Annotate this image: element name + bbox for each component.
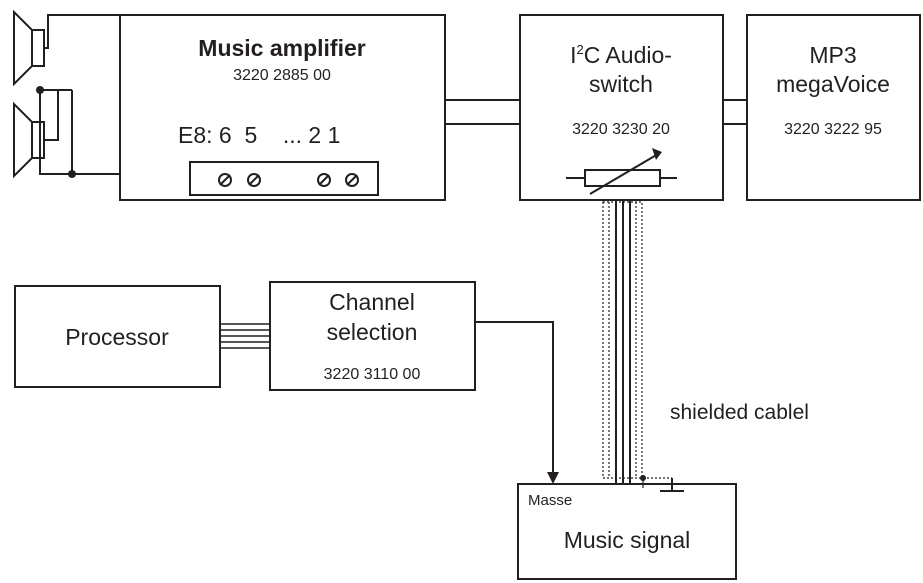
channel-selection-title-line1: Channel	[329, 289, 415, 315]
channel-selection-part-number: 3220 3110 00	[324, 366, 421, 383]
terminal-strip	[189, 161, 379, 196]
terminal-numbers: E8: 6 5 ... 2 1	[178, 122, 340, 148]
ground-label: Masse	[528, 492, 572, 509]
shielded-cable-label: shielded cablel	[670, 401, 809, 424]
channel-selection-title-line2: selection	[327, 319, 418, 345]
mp3-megavoice-box	[746, 14, 921, 201]
control-line	[475, 321, 554, 474]
screw-icon	[317, 173, 331, 187]
music-amplifier-box	[119, 14, 446, 201]
audio-switch-title-line1: I2C Audio-	[570, 42, 672, 68]
shielded-cable	[602, 200, 673, 491]
junction-dot	[640, 475, 646, 481]
audio-switch-box	[519, 14, 724, 201]
mp3-title-line1: MP3	[809, 42, 856, 68]
music-signal-title: Music signal	[564, 527, 691, 553]
music-signal-box	[517, 483, 737, 580]
terminal-screws	[218, 173, 359, 187]
screw-icon	[345, 173, 359, 187]
screw-icon	[247, 173, 261, 187]
junction-dot	[68, 170, 76, 178]
audio-switch-title-line2: switch	[589, 71, 653, 97]
channel-selection-box	[269, 281, 476, 391]
audio-switch-part-number: 3220 3230 20	[572, 121, 670, 138]
bus-lines	[220, 323, 270, 349]
screw-icon	[218, 173, 232, 187]
arrow-head	[547, 472, 559, 484]
speaker-wiring	[39, 14, 120, 175]
loudspeaker-top-icon	[13, 9, 45, 87]
mp3-title-line2: megaVoice	[776, 71, 890, 97]
music-amplifier-part-number: 3220 2885 00	[233, 67, 331, 84]
potentiometer-icon	[566, 153, 677, 195]
processor-title: Processor	[65, 324, 169, 350]
junction-dot	[36, 86, 44, 94]
mp3-part-number: 3220 3222 95	[784, 121, 882, 138]
arrow-head	[652, 148, 662, 160]
music-amplifier-title: Music amplifier	[198, 35, 365, 61]
